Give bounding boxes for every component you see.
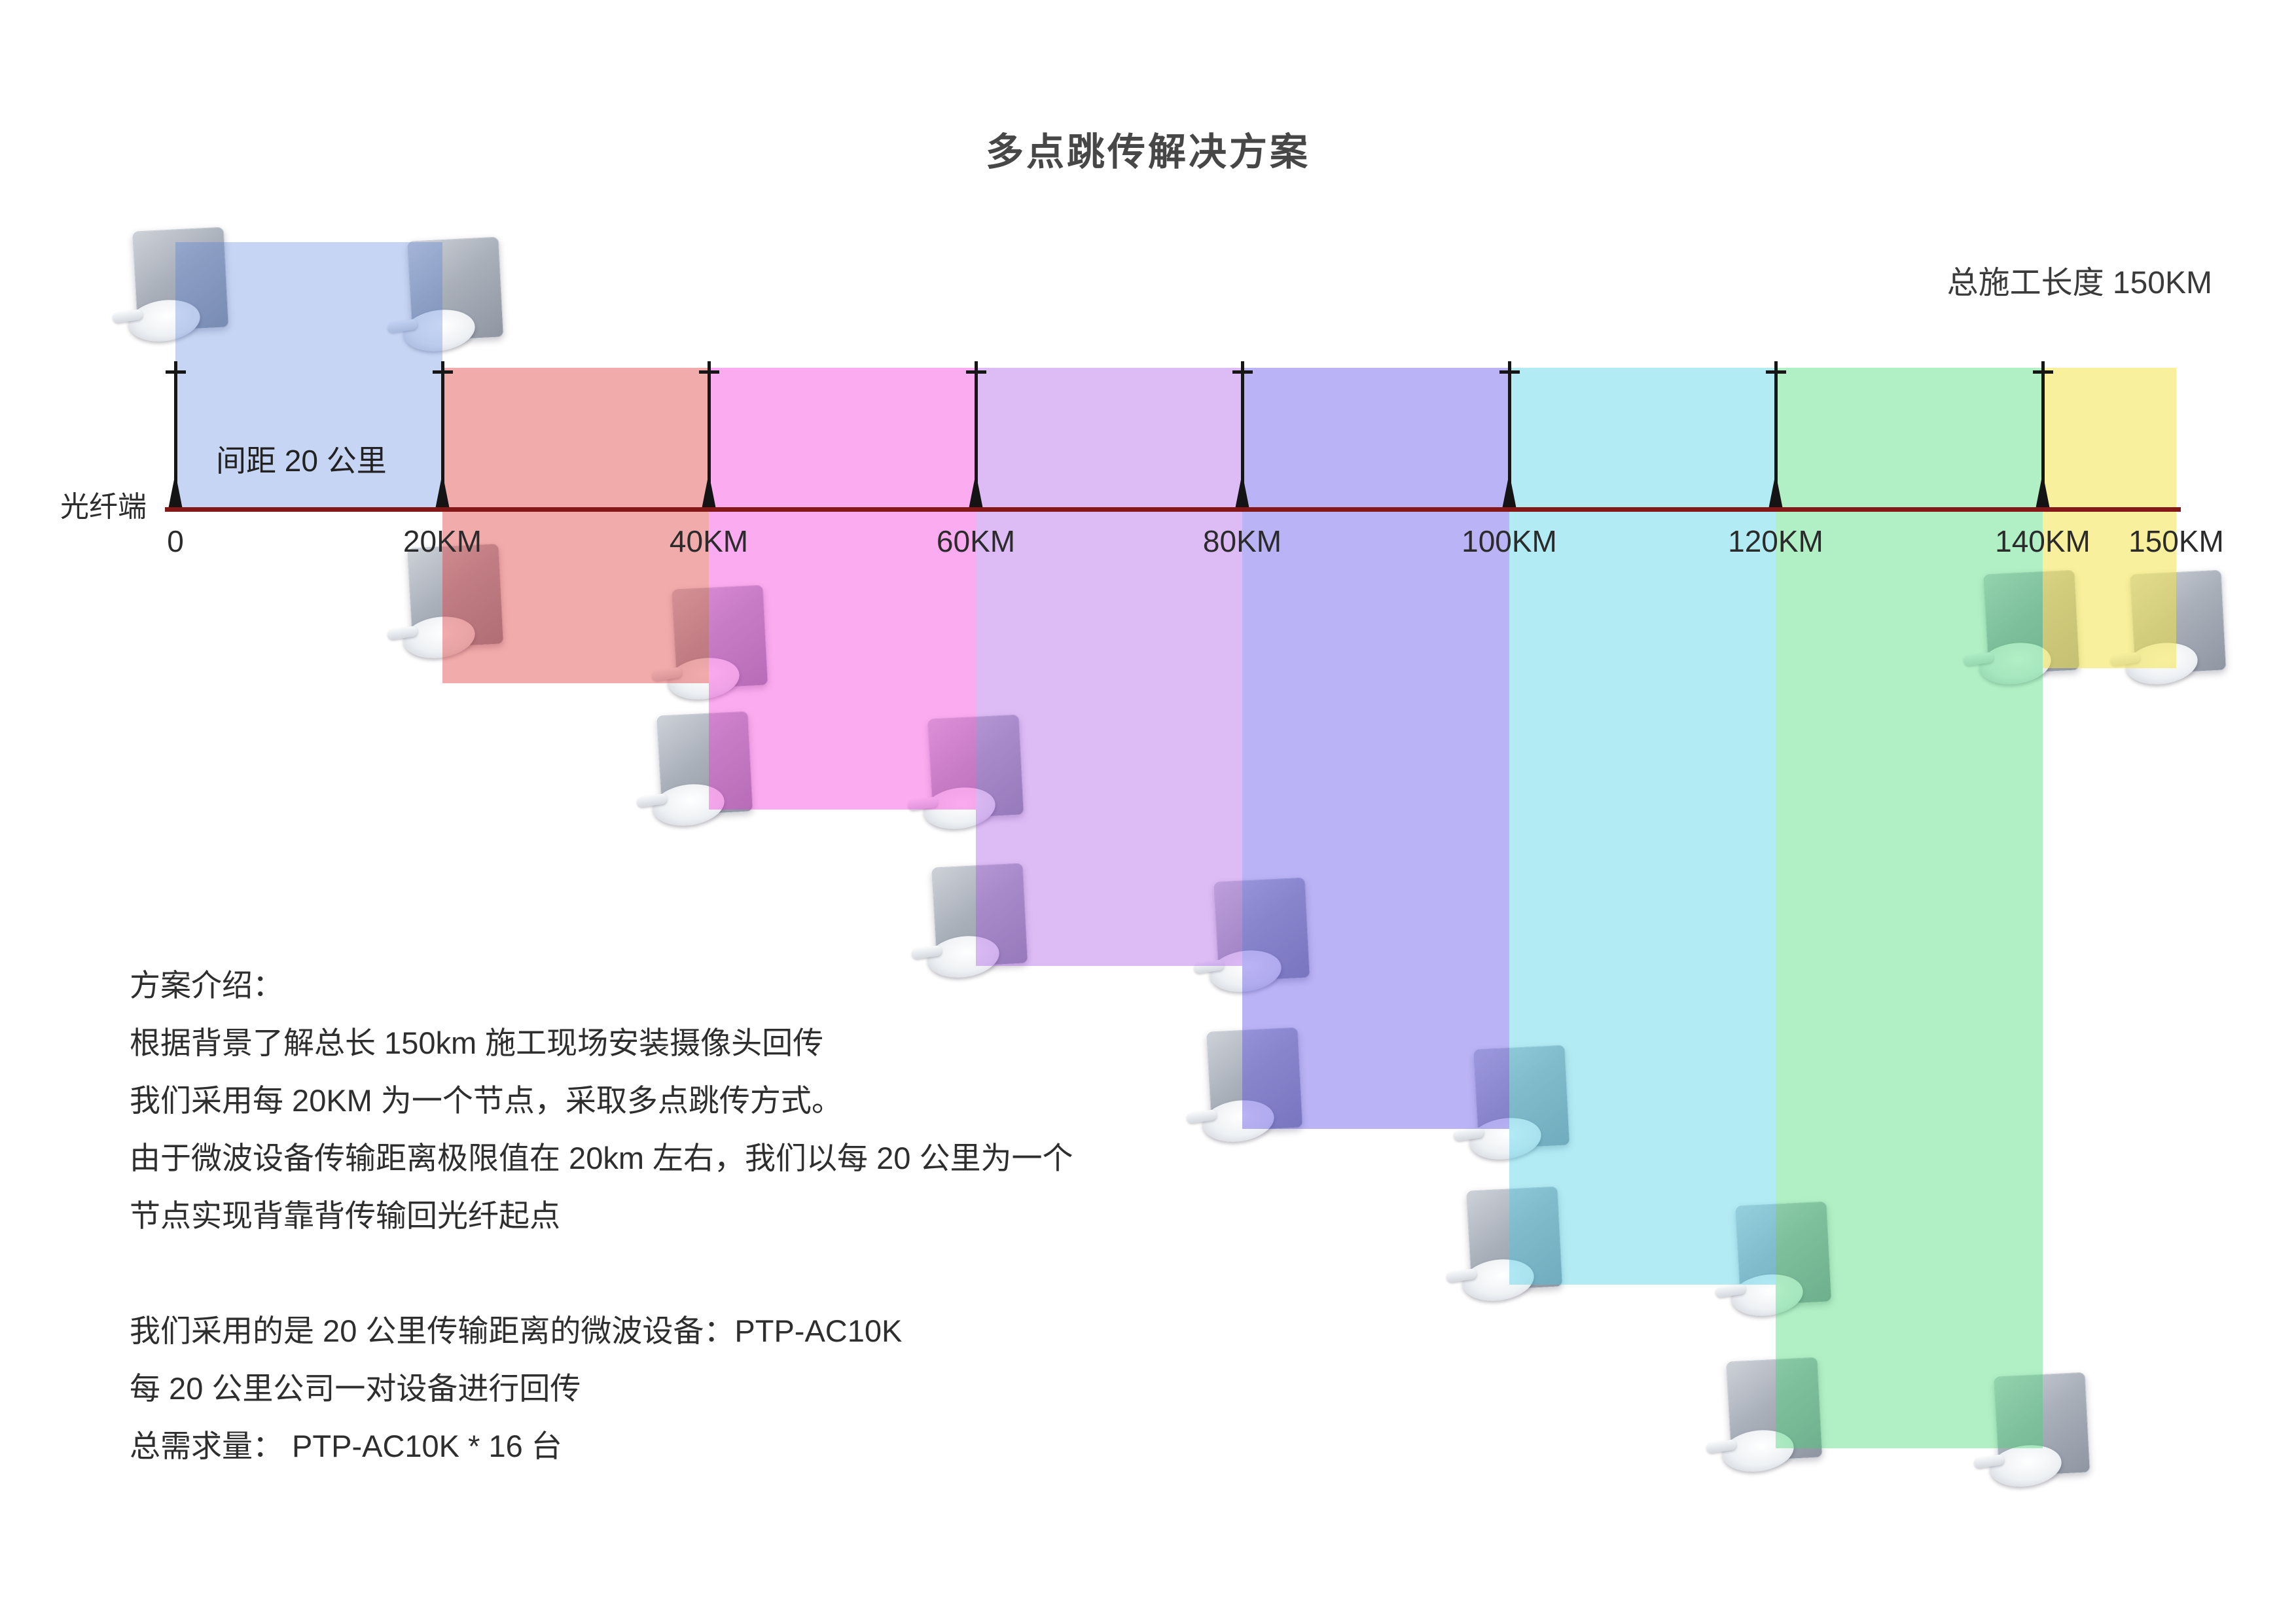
- mast-base: [1768, 473, 1783, 509]
- mast-base: [1235, 473, 1249, 509]
- tick-label-40km: 40KM: [669, 524, 749, 558]
- mast-stub: [1774, 361, 1778, 370]
- description-line: 总需求量： PTP-AC10K * 16 台: [130, 1429, 562, 1463]
- solution-description: 方案介绍： 根据背景了解总长 150km 施工现场安装摄像头回传 我们采用每 2…: [130, 957, 1242, 1475]
- mast-cap: [1232, 370, 1253, 374]
- distance-axis: [165, 507, 2181, 512]
- mast-stub: [1508, 361, 1511, 370]
- mast-stub: [441, 361, 444, 370]
- description-line: 我们采用每 20KM 为一个节点，采取多点跳传方式。: [130, 1083, 842, 1118]
- description-gap: [130, 1245, 1242, 1302]
- mast-cap: [2033, 370, 2053, 374]
- mast-stub: [2041, 361, 2045, 370]
- mast-cap: [433, 370, 453, 374]
- mast-stub: [975, 361, 978, 370]
- mast-stub: [708, 361, 711, 370]
- node-mast-80km: [1232, 361, 1253, 509]
- tick-label-60km: 60KM: [936, 524, 1016, 558]
- tick-label-80km: 80KM: [1202, 524, 1282, 558]
- mast-cap: [699, 370, 719, 374]
- mast-base: [435, 473, 450, 509]
- tick-label-140km: 140KM: [1995, 524, 2090, 558]
- mast-base: [1502, 473, 1516, 509]
- mast-cap: [1766, 370, 1786, 374]
- description-line: 每 20 公里公司一对设备进行回传: [130, 1371, 581, 1406]
- mast-stub: [1241, 361, 1244, 370]
- band-100-120km: [1509, 368, 1776, 1285]
- band-140-150km: [2043, 368, 2176, 668]
- mast-cap: [1499, 370, 1520, 374]
- tick-label-100km: 100KM: [1462, 524, 1557, 558]
- band-40-60km: [709, 368, 976, 810]
- mast-base: [969, 473, 983, 509]
- band-60-80km: [976, 368, 1242, 966]
- spacing-label: 间距 20 公里: [216, 444, 387, 478]
- description-line: 根据背景了解总长 150km 施工现场安装摄像头回传: [130, 1026, 824, 1060]
- node-mast-120km: [1766, 361, 1786, 509]
- description-line: 我们采用的是 20 公里传输距离的微波设备：PTP-AC10K: [130, 1313, 903, 1348]
- node-mast-100km: [1499, 361, 1520, 509]
- band-0-20km: [175, 242, 442, 509]
- mast-cap: [966, 370, 986, 374]
- mast-base: [2036, 473, 2050, 509]
- page-title: 多点跳传解决方案: [985, 131, 1310, 173]
- band-80-100km: [1242, 368, 1509, 1129]
- node-mast-140km: [2033, 361, 2053, 509]
- fiber-end-label: 光纤端: [60, 491, 147, 523]
- description-line: 节点实现背靠背传输回光纤起点: [130, 1198, 560, 1233]
- description-heading: 方案介绍：: [130, 968, 283, 1003]
- tick-label-150km: 150KM: [2128, 524, 2224, 558]
- tick-label-20km: 20KM: [403, 524, 482, 558]
- description-line: 由于微波设备传输距离极限值在 20km 左右，我们以每 20 公里为一个: [130, 1141, 1073, 1175]
- total-length-label: 总施工长度 150KM: [1946, 266, 2212, 300]
- node-mast-20km: [433, 361, 453, 509]
- mast-cap: [166, 370, 186, 374]
- mast-base: [168, 473, 183, 509]
- band-120-140km: [1776, 368, 2043, 1448]
- band-20-40km: [442, 368, 709, 683]
- tick-label-0km: 0: [167, 524, 184, 558]
- mast-stub: [174, 361, 177, 370]
- node-mast-0km: [166, 361, 186, 509]
- mast-base: [702, 473, 716, 509]
- tick-label-120km: 120KM: [1728, 524, 1823, 558]
- node-mast-40km: [699, 361, 719, 509]
- node-mast-60km: [966, 361, 986, 509]
